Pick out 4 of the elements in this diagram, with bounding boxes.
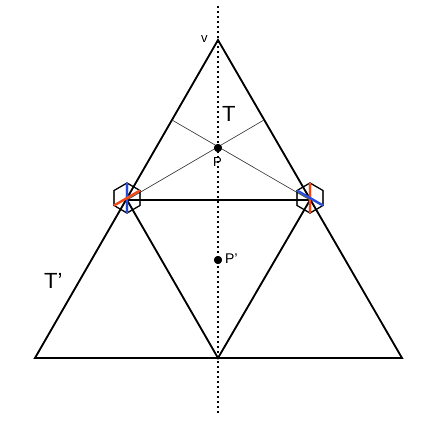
triangle-label: T’ (44, 270, 62, 292)
triangle-label: T (222, 103, 236, 125)
vertex-label: v (201, 31, 208, 44)
point-label: P’ (225, 251, 238, 265)
